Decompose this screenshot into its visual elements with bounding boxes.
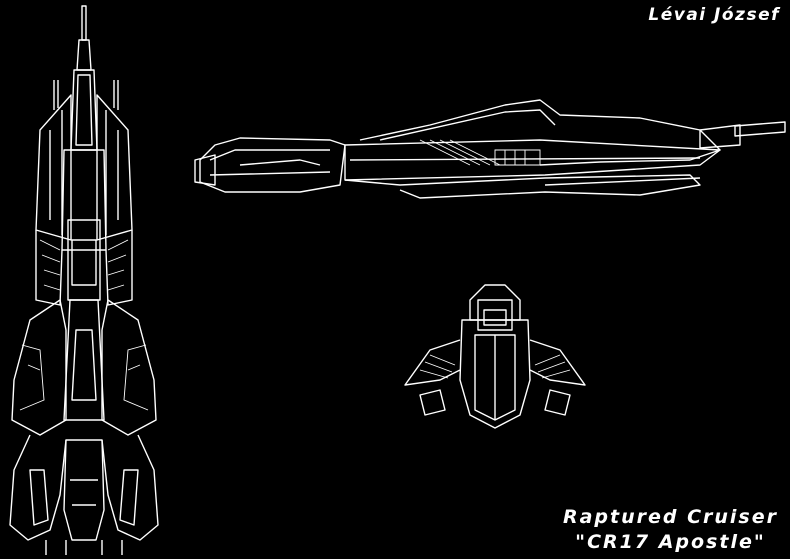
front-view xyxy=(404,284,586,429)
ship-designation: "CR17 Apostle" xyxy=(575,531,766,553)
ship-title-block: Raptured Cruiser "CR17 Apostle" xyxy=(563,505,778,555)
ship-name: Raptured Cruiser xyxy=(562,506,778,528)
author-signature: Lévai József xyxy=(648,5,780,25)
side-view xyxy=(194,99,786,199)
top-view xyxy=(9,5,159,555)
